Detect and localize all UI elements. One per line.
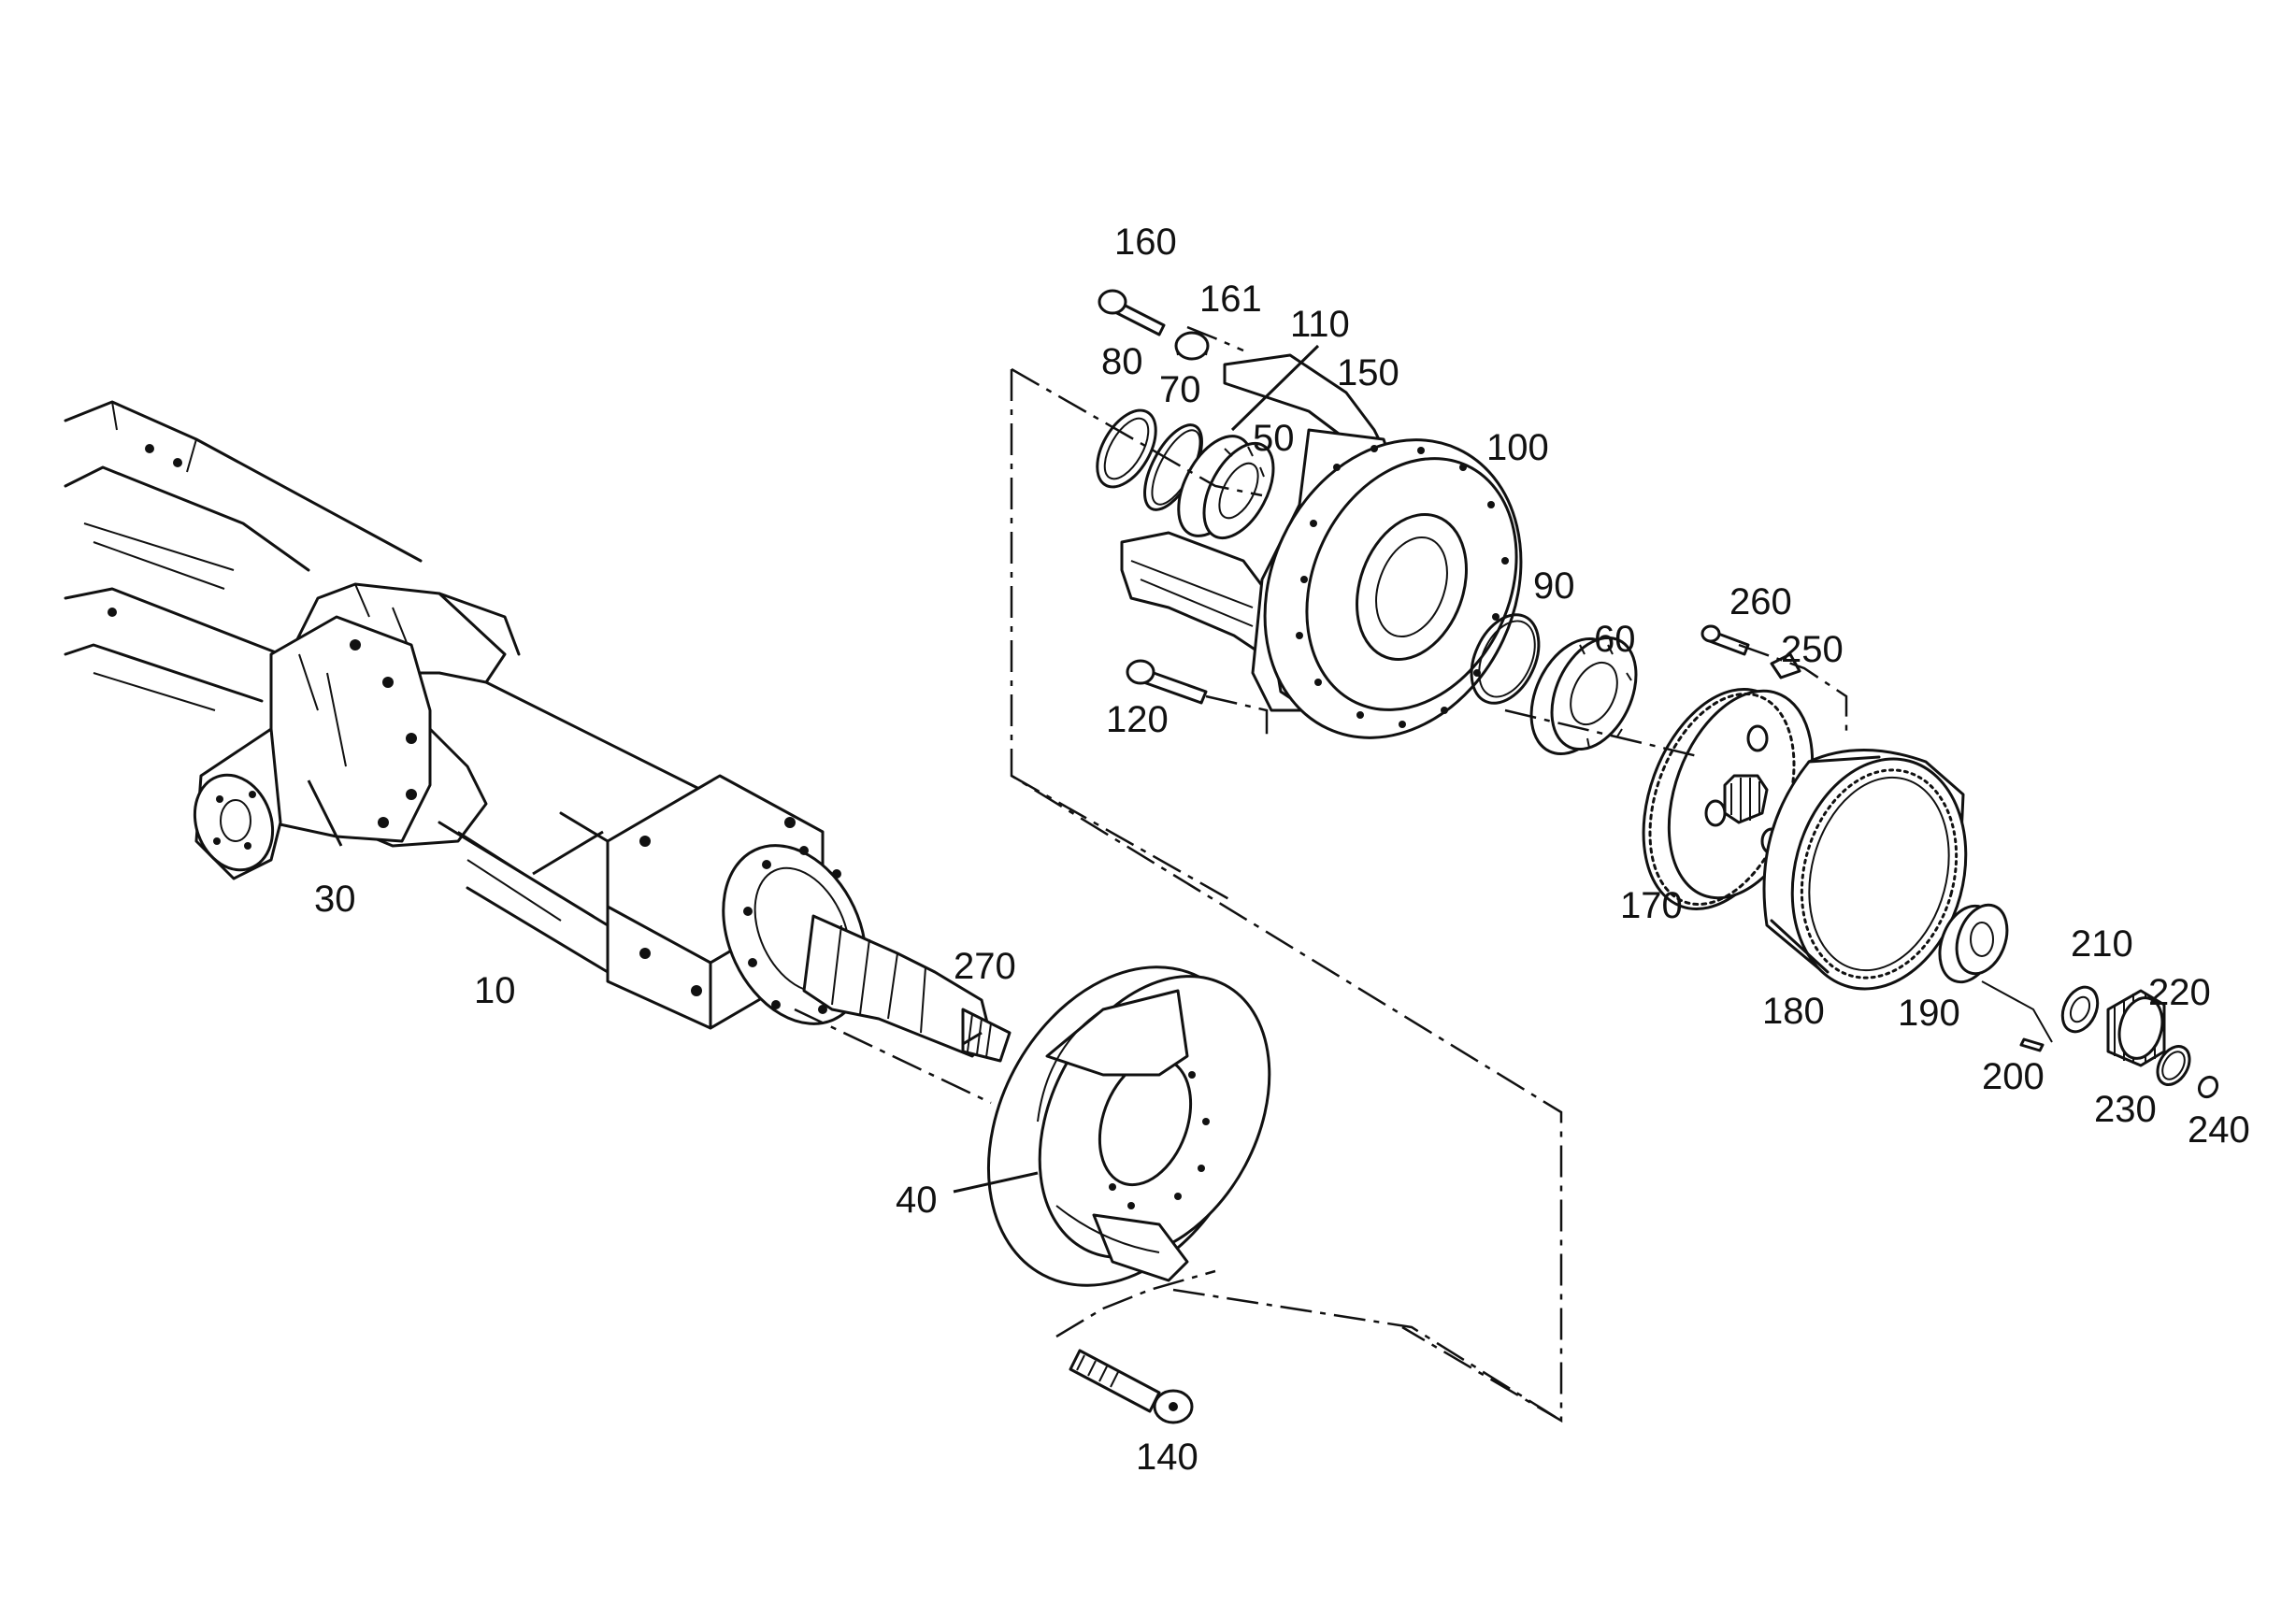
callout-40: 40 bbox=[896, 1180, 938, 1221]
nut-190 bbox=[1938, 903, 2009, 984]
callout-110: 110 bbox=[1290, 304, 1350, 345]
leader-lines bbox=[307, 344, 1320, 1194]
brake-assembly bbox=[986, 965, 1271, 1287]
callout-180: 180 bbox=[1762, 991, 1825, 1032]
callout-150: 150 bbox=[1337, 352, 1399, 393]
callout-100: 100 bbox=[1486, 427, 1549, 468]
callout-200: 200 bbox=[1982, 1056, 2045, 1097]
callout-250: 250 bbox=[1781, 629, 1844, 670]
callout-70: 70 bbox=[1159, 369, 1201, 410]
callout-labels: 160 161 110 80 70 150 50 100 90 60 120 2… bbox=[314, 222, 2250, 1478]
axle-housing bbox=[64, 400, 1012, 1063]
bolt-140 bbox=[1055, 1269, 1216, 1424]
callout-120: 120 bbox=[1106, 699, 1169, 740]
callout-260: 260 bbox=[1729, 581, 1792, 622]
callout-140: 140 bbox=[1136, 1437, 1198, 1478]
sun-gear-parts bbox=[2060, 985, 2219, 1099]
callout-60: 60 bbox=[1594, 619, 1636, 660]
callout-50: 50 bbox=[1253, 418, 1295, 459]
bearing-parts-upper bbox=[1096, 289, 1275, 705]
callout-240: 240 bbox=[2188, 1109, 2250, 1151]
callout-270: 270 bbox=[954, 946, 1016, 987]
callout-190: 190 bbox=[1898, 993, 1960, 1034]
callout-170: 170 bbox=[1620, 885, 1683, 926]
callout-90: 90 bbox=[1533, 565, 1575, 607]
differential-carrier bbox=[193, 615, 432, 880]
callout-161: 161 bbox=[1199, 279, 1262, 320]
pin-200 bbox=[1981, 980, 2053, 1052]
callout-160: 160 bbox=[1114, 222, 1177, 263]
callout-210: 210 bbox=[2071, 923, 2133, 965]
seal-and-bearing-90-60 bbox=[1470, 613, 1638, 756]
callout-80: 80 bbox=[1101, 341, 1143, 382]
callout-30: 30 bbox=[314, 879, 356, 920]
callout-220: 220 bbox=[2148, 972, 2211, 1013]
callout-10: 10 bbox=[474, 970, 516, 1011]
hub-carrier bbox=[1120, 353, 1523, 739]
assembly-lines bbox=[794, 325, 1848, 1423]
ring-gear bbox=[1762, 749, 1968, 991]
callout-230: 230 bbox=[2094, 1089, 2157, 1130]
